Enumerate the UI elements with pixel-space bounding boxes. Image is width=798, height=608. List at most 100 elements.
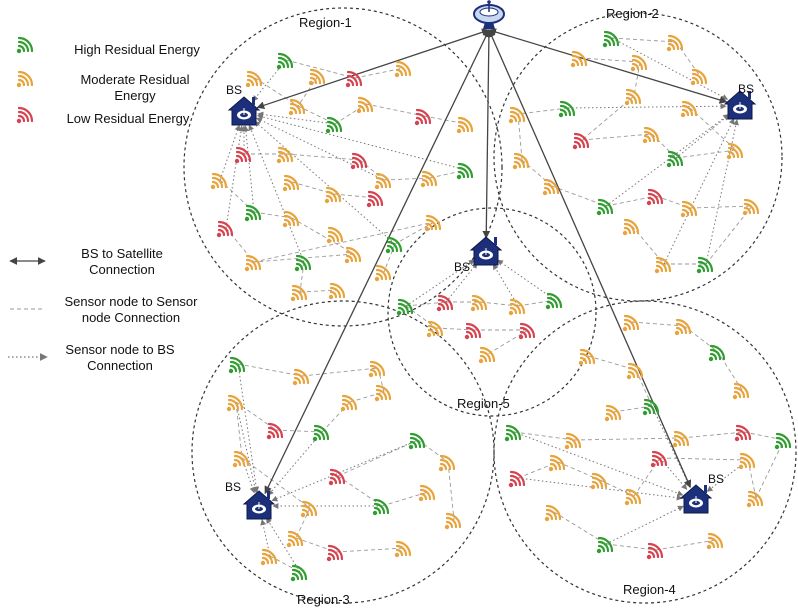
sensor-node-moderate-icon [288, 98, 306, 116]
sensor-node-high-icon [290, 564, 308, 582]
sensor-node-moderate-icon [726, 142, 744, 160]
sensor-node-moderate-icon [328, 282, 346, 300]
sensor-sensor-link [581, 133, 653, 141]
sensor-sensor-link [651, 133, 677, 159]
sensor-bs-link [265, 517, 301, 573]
sensor-node-moderate-icon [444, 512, 462, 530]
sensor-bs-link [567, 103, 727, 110]
sensor-node-moderate-icon [732, 382, 750, 400]
sensor-node-moderate-icon [478, 346, 496, 364]
sensor-node-low-icon [326, 544, 344, 562]
sensor-node-moderate-icon [630, 54, 648, 72]
sensor-node-moderate-icon [578, 348, 596, 366]
sensor-node-high-icon [294, 254, 312, 272]
legend-high-energy-icon [16, 36, 34, 54]
region-5-boundary [387, 207, 597, 417]
sensor-sensor-link [573, 437, 683, 441]
sensor-node-high-icon [558, 100, 576, 118]
sensor-bs-link [267, 431, 323, 496]
bs-satellite-link [256, 28, 490, 110]
sensor-sensor-link [321, 401, 351, 433]
sensor-node-moderate-icon [542, 178, 560, 196]
sensor-node-moderate-icon [470, 294, 488, 312]
sensor-sensor-link [755, 439, 785, 499]
sensor-node-moderate-icon [426, 320, 444, 338]
legend-sensor-bs-label: Sensor node to BS Connection [65, 342, 175, 373]
sensor-node-moderate-icon [394, 60, 412, 78]
sensor-bs-link [271, 439, 419, 502]
bs-satellite-link [482, 29, 493, 239]
sensor-node-moderate-icon [624, 88, 642, 106]
connection-links [219, 28, 785, 573]
sensor-node-moderate-icon [226, 394, 244, 412]
sensor-node-moderate-icon [300, 500, 318, 518]
sensor-bs-link [219, 124, 241, 181]
sensor-node-moderate-icon [308, 68, 326, 86]
sensor-node-moderate-icon [680, 100, 698, 118]
sensor-sensor-link [681, 431, 745, 439]
sensor-node-low-icon [518, 322, 536, 340]
sensor-bs-link [675, 114, 730, 159]
sensor-node-moderate-icon [642, 126, 660, 144]
sensor-node-low-icon [266, 422, 284, 440]
base-station-region-1-icon [227, 96, 261, 126]
satellite-dish-icon [473, 0, 505, 29]
sensor-node-moderate-icon [374, 172, 392, 190]
sensor-node-moderate-icon [344, 246, 362, 264]
sensor-node-moderate-icon [394, 540, 412, 558]
sensor-node-moderate-icon [626, 362, 644, 380]
sensor-bs-link [497, 259, 556, 301]
sensor-node-high-icon [396, 298, 414, 316]
sensor-sensor-link [633, 457, 661, 497]
sensor-sensor-link [301, 367, 379, 377]
sensor-node-high-icon [372, 498, 390, 516]
sensor-node-high-icon [642, 398, 660, 416]
sensor-node-moderate-icon [260, 548, 278, 566]
bs-satellite-link [264, 29, 490, 495]
bs-label-region-4: BS [708, 472, 724, 486]
sensor-node-moderate-icon [746, 490, 764, 508]
sensor-bs-link [248, 124, 305, 263]
region-4-boundary [493, 300, 797, 604]
sensor-node-high-icon [504, 424, 522, 442]
sensor-node-moderate-icon [324, 186, 342, 204]
sensor-node-moderate-icon [368, 360, 386, 378]
sensor-node-high-icon [602, 30, 620, 48]
sensor-sensor-link [447, 461, 455, 521]
sensor-node-moderate-icon [680, 200, 698, 218]
sensor-sensor-link [487, 329, 529, 355]
sensor-sensor-link [705, 205, 753, 265]
sensor-node-moderate-icon [286, 530, 304, 548]
sensor-node-high-icon [385, 236, 403, 254]
region-5-label: Region-5 [457, 396, 510, 411]
sensor-node-moderate-icon [276, 146, 294, 164]
sensor-sensor-link [359, 159, 385, 181]
sensor-node-moderate-icon [564, 432, 582, 450]
sensor-node-moderate-icon [622, 314, 640, 332]
sensor-node-moderate-icon [292, 368, 310, 386]
sensor-node-moderate-icon [738, 452, 756, 470]
sensor-node-moderate-icon [374, 384, 392, 402]
legend-moderate-label: Moderate Residual Energy [80, 72, 190, 103]
sensor-node-high-icon [456, 162, 474, 180]
sensor-sensor-link [237, 363, 303, 377]
sensor-node-low-icon [508, 470, 526, 488]
bs-label-region-2: BS [738, 82, 754, 96]
sensor-node-moderate-icon [210, 172, 228, 190]
sensor-node-low-icon [464, 322, 482, 340]
sensor-node-moderate-icon [544, 504, 562, 522]
sensor-node-moderate-icon [508, 298, 526, 316]
sensor-sensor-link [295, 507, 311, 539]
sensor-node-moderate-icon [512, 152, 530, 170]
sensor-node-moderate-icon [690, 68, 708, 86]
sensor-node-moderate-icon [548, 454, 566, 472]
sensor-node-moderate-icon [742, 198, 760, 216]
sensor-node-moderate-icon [622, 218, 640, 236]
region-4-label: Region-4 [623, 582, 676, 597]
sensor-node-low-icon [436, 294, 454, 312]
sensor-node-moderate-icon [624, 488, 642, 506]
sensor-node-low-icon [734, 424, 752, 442]
sensor-node-high-icon [596, 536, 614, 554]
sensor-sensor-link [605, 543, 657, 551]
